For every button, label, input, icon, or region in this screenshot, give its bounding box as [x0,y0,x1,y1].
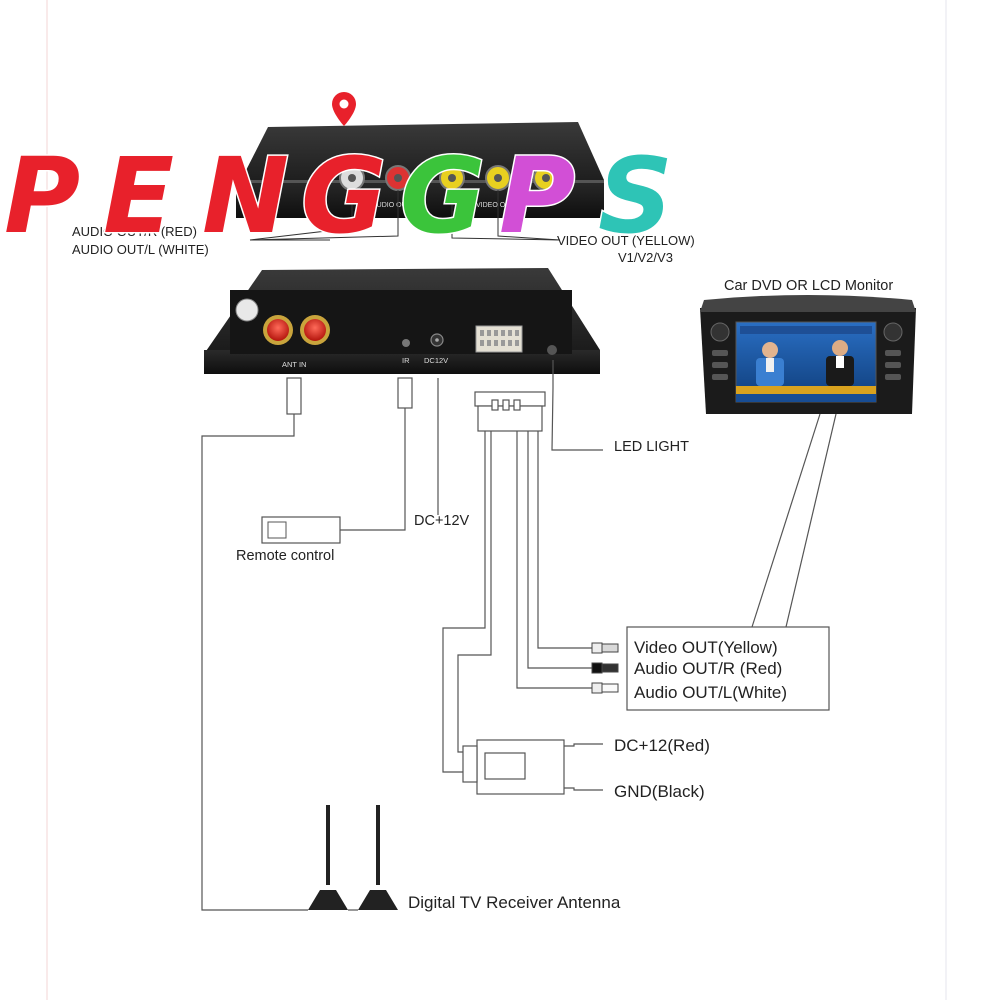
news-anchor-right [826,340,854,386]
ant-in-connector-2 [300,315,330,345]
label-audio-out-l: AUDIO OUT/L (WHITE) [72,242,209,257]
label-video-channels: V1/V2/V3 [618,250,673,265]
rca-yellow-v3 [533,165,559,191]
ir-port [402,339,410,347]
front-unit-ant-in: ANT IN [282,360,306,369]
leader-video-v2 [497,190,561,241]
wire-group [201,360,837,911]
label-dc12v: DC+12V [414,513,470,529]
label-led-light: LED LIGHT [614,439,689,455]
logo-letter: S [598,135,669,257]
led-indicator [547,345,557,355]
car-dvd-monitor [700,295,916,414]
leader-audio-l [249,190,353,241]
rca-plug-white [591,682,619,694]
label-remote-control: Remote control [236,548,334,564]
rca-plug-red [591,662,619,674]
rca-plug-yellow [591,642,619,654]
label-audio-out-l-white: Audio OUT/L(White) [634,683,787,702]
label-dc12-red: DC+12(Red) [614,736,710,755]
multi-pin-port [475,325,523,353]
front-unit-ir: IR [402,356,410,365]
top-unit-port-video: VIDEO OUT [476,202,515,209]
logo-letter: E [103,135,173,257]
label-video-out: Video OUT(Yellow) [634,638,778,657]
remote-control-icon [261,516,341,544]
logo-letter: G [301,135,382,257]
rca-yellow-v2 [485,165,511,191]
antenna-icon [358,805,398,910]
logo-letter: N [202,135,287,257]
label-audio-out-r: AUDIO OUT/R (RED) [72,224,197,239]
volume-knob-icon [710,322,730,342]
label-monitor: Car DVD OR LCD Monitor [724,278,893,294]
antenna-icon [308,805,348,910]
tune-knob-icon [883,322,903,342]
brand-badge-icon [235,298,259,322]
leader-audio-r [249,190,399,241]
label-gnd-black: GND(Black) [614,782,705,801]
label-video-out-yellow: VIDEO OUT (YELLOW) [557,233,695,248]
rca-yellow-v1 [439,165,465,191]
leader-video-v1 [451,190,561,241]
label-antenna: Digital TV Receiver Antenna [408,893,621,912]
logo-letter: G [400,135,481,257]
label-audio-out-r-red: Audio OUT/R (Red) [634,659,782,678]
top-unit-port-audio: AUDIO OUT [372,202,412,209]
front-unit: ANT IN IR DC12V [204,268,600,374]
news-anchor-left [756,342,784,386]
map-pin-icon [332,92,356,126]
logo-letter: P [499,135,574,257]
logo-letter: P [4,135,79,257]
front-unit-dc12v: DC12V [424,356,448,365]
ant-in-connector-1 [263,315,293,345]
top-unit: AUDIO OUT VIDEO OUT [236,122,604,218]
